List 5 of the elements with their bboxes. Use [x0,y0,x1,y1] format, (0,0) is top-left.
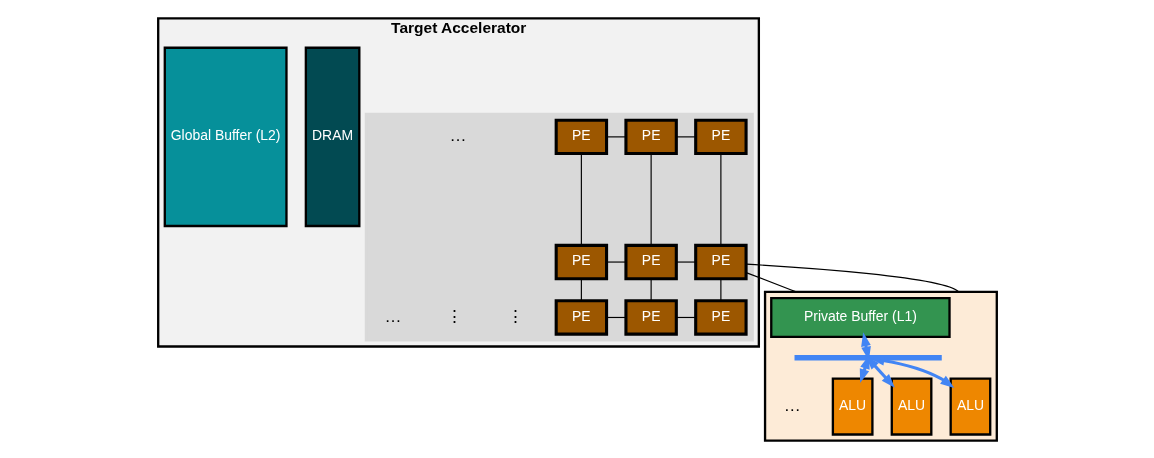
label: ⋮ [506,306,524,326]
label: … [384,306,402,326]
label: ⋮ [445,306,463,326]
label: … [783,395,801,415]
label: … [449,125,467,145]
